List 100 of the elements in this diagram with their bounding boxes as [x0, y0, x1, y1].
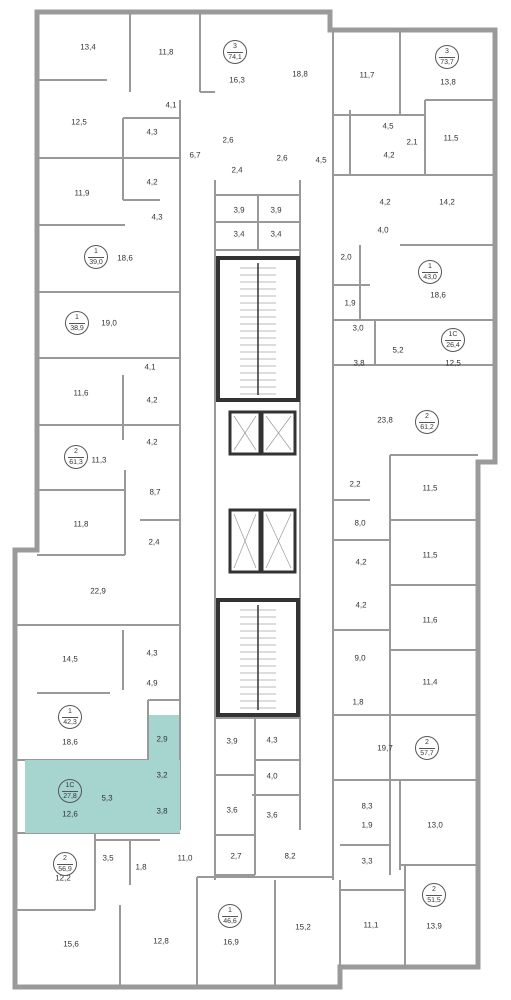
room-area: 3,9	[270, 206, 282, 214]
room-area: 4,1	[165, 100, 177, 110]
room-area: 11,1	[364, 920, 378, 930]
apartment-badge	[441, 328, 465, 352]
room-area: 13,8	[440, 78, 456, 86]
room-area: 1,9	[361, 820, 373, 830]
apartment-badge	[218, 904, 242, 928]
room-area: 12,5	[71, 118, 87, 126]
room-area: 4,3	[146, 648, 158, 658]
room-area: 8,7	[149, 488, 161, 496]
room-area: 13,9	[426, 922, 442, 930]
room-area: 2,6	[222, 136, 234, 144]
room-area: 1,8	[352, 698, 364, 706]
apartment-badge	[64, 445, 88, 469]
room-area: 4,2	[379, 198, 391, 206]
room-area: 4,5	[315, 156, 327, 164]
room-area: 3,6	[226, 806, 238, 814]
room-area: 18,8	[292, 70, 308, 78]
apartment-badge	[418, 260, 442, 284]
room-area: 2,9	[156, 734, 168, 744]
room-area: 4,9	[146, 678, 158, 688]
room-area: 2,4	[231, 166, 243, 174]
room-area: 18,6	[62, 738, 78, 746]
room-area: 5,3	[101, 794, 113, 802]
room-area: 15,2	[295, 922, 311, 932]
room-area: 4,3	[146, 128, 158, 136]
room-area: 4,2	[146, 396, 158, 404]
room-area: 3,8	[156, 806, 168, 816]
apartment-badge	[53, 852, 77, 876]
room-area: 3,4	[233, 230, 245, 238]
room-area: 4,2	[146, 438, 158, 446]
room-area: 13,4	[80, 42, 96, 52]
room-area: 12,5	[445, 358, 461, 368]
room-area: 4,5	[382, 122, 394, 130]
room-area: 18,6	[430, 290, 446, 300]
apartment-badge	[415, 736, 439, 760]
room-area: 11,9	[74, 188, 90, 198]
room-area: 18,6	[117, 254, 133, 262]
room-area: 4,0	[377, 226, 389, 234]
room-area: 13,0	[427, 820, 443, 830]
room-area: 2,4	[148, 538, 160, 546]
apartment-badge	[435, 45, 459, 69]
room-area: 19,7	[377, 744, 393, 752]
room-area: 4,2	[146, 178, 158, 186]
apartment-badge	[422, 883, 446, 907]
room-area: 16,9	[223, 938, 239, 946]
room-area: 2,7	[230, 852, 242, 860]
room-area: 3,6	[266, 810, 278, 820]
room-area: 11,8	[74, 520, 88, 528]
room-area: 1,8	[135, 862, 147, 872]
room-area: 11,5	[444, 134, 458, 142]
room-area: 12,2	[55, 874, 71, 882]
room-area: 11,4	[422, 678, 438, 686]
room-area: 9,0	[354, 654, 366, 662]
room-area: 8,2	[284, 852, 296, 860]
room-area: 2,0	[340, 252, 352, 262]
room-area: 11,6	[422, 616, 438, 624]
room-area: 6,7	[189, 150, 201, 160]
apartment-badge	[223, 40, 247, 64]
room-area: 14,2	[439, 198, 455, 206]
room-area: 11,5	[422, 484, 438, 492]
room-area: 4,3	[151, 212, 163, 222]
highlighted-apartment	[25, 760, 180, 833]
room-area: 23,8	[377, 416, 393, 424]
room-area: 11,0	[178, 854, 192, 862]
room-area: 8,0	[354, 518, 366, 528]
room-area: 5,2	[392, 346, 404, 354]
room-area: 2,2	[349, 480, 361, 488]
room-area: 3,9	[233, 206, 245, 214]
room-area: 16,3	[229, 76, 245, 84]
room-area: 3,0	[352, 324, 364, 332]
room-area: 11,8	[158, 48, 174, 56]
room-area: 11,7	[360, 70, 374, 80]
room-area: 11,6	[74, 388, 88, 398]
room-area: 3,8	[353, 358, 365, 368]
apartment-badge	[58, 779, 82, 803]
room-area: 3,3	[361, 856, 373, 866]
room-area: 3,4	[270, 230, 282, 238]
room-area: 4,2	[355, 600, 367, 610]
room-area: 4,0	[266, 772, 278, 780]
apartment-badge	[65, 311, 89, 335]
room-area: 1,9	[344, 298, 356, 308]
room-area: 4,1	[144, 362, 156, 372]
room-area: 3,9	[226, 736, 238, 746]
room-area: 4,2	[383, 150, 395, 160]
room-area: 4,2	[355, 558, 367, 566]
room-area: 4,3	[266, 736, 278, 744]
apartment-badge	[84, 245, 108, 269]
room-area: 8,3	[361, 802, 373, 810]
room-area: 3,2	[156, 770, 168, 780]
room-area: 19,0	[101, 318, 117, 328]
room-area: 2,1	[406, 138, 418, 146]
room-area: 14,5	[62, 654, 78, 664]
room-area: 15,6	[63, 940, 79, 948]
room-area: 12,6	[62, 810, 78, 818]
apartment-badge	[58, 705, 82, 729]
room-area: 3,5	[102, 854, 114, 862]
room-area: 22,9	[90, 586, 106, 596]
room-area: 12,8	[153, 936, 169, 946]
apartment-badge	[415, 410, 439, 434]
